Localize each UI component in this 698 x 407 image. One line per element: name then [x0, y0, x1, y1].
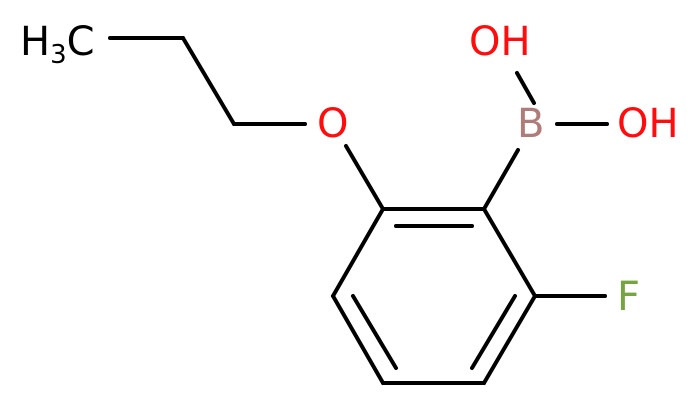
ring-bond-2	[482, 207, 537, 298]
ring-bond-5	[331, 294, 385, 385]
hydroxyl-top-label: OH	[469, 19, 531, 65]
bond-o-ring	[344, 144, 385, 211]
ring-bond-6	[331, 207, 385, 298]
bond-ch2-ch2	[181, 36, 236, 126]
ring-bond-3-inner	[470, 294, 517, 370]
hydroxyl-right-label: OH	[617, 101, 679, 147]
bond-ring-b	[482, 148, 520, 211]
ring-bond-5-inner	[351, 294, 398, 370]
bond-b-oh-top	[515, 71, 536, 105]
fluorine-label: F	[617, 274, 640, 320]
ring-bond-3	[482, 294, 537, 385]
ether-oxygen-label: O	[317, 101, 348, 147]
boron-label: B	[517, 101, 544, 147]
methyl-label: H3C	[20, 19, 95, 70]
